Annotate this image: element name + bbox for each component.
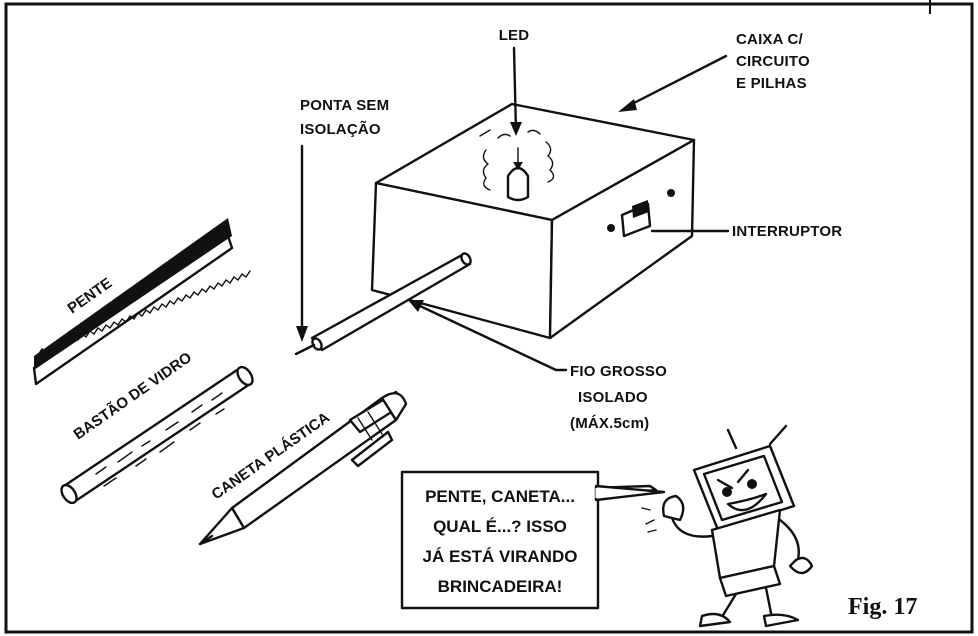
tip-label-line-1: PONTA SEM xyxy=(300,97,389,114)
box-label-line-3: E PILHAS xyxy=(736,75,807,92)
glass-rod-illustration xyxy=(60,365,254,505)
bubble-line-1: PENTE, CANETA... xyxy=(425,487,575,506)
box-label-line-2: CIRCUITO xyxy=(736,53,810,70)
bubble-line-3: JÁ ESTÁ VIRANDO xyxy=(423,547,578,566)
tv-character-illustration xyxy=(641,424,814,628)
wire-label-line-1: FIO GROSSO xyxy=(570,363,667,380)
switch-icon xyxy=(607,189,675,238)
bubble-line-4: BRINCADEIRA! xyxy=(438,577,563,596)
bare-tip xyxy=(294,343,316,356)
led-icon xyxy=(479,129,555,202)
tip-label-line-2: ISOLAÇÃO xyxy=(300,120,381,138)
switch-label: INTERRUPTOR xyxy=(732,223,842,240)
speech-bubble xyxy=(400,470,666,610)
plastic-pen-illustration xyxy=(198,390,408,546)
leader-lines xyxy=(296,46,730,372)
led-label: LED xyxy=(499,27,530,44)
bubble-line-2: QUAL É...? ISSO xyxy=(433,517,567,536)
thick-wire xyxy=(294,252,472,356)
wire-label-line-3: (MÁX.5cm) xyxy=(570,415,649,432)
comb-illustration xyxy=(32,218,251,386)
wire-label-line-2: ISOLADO xyxy=(578,389,648,406)
figure-frame xyxy=(4,2,974,634)
box-label-line-1: CAIXA C/ xyxy=(736,31,804,48)
box-side-face xyxy=(548,138,696,340)
figure-number: Fig. 17 xyxy=(848,594,917,620)
